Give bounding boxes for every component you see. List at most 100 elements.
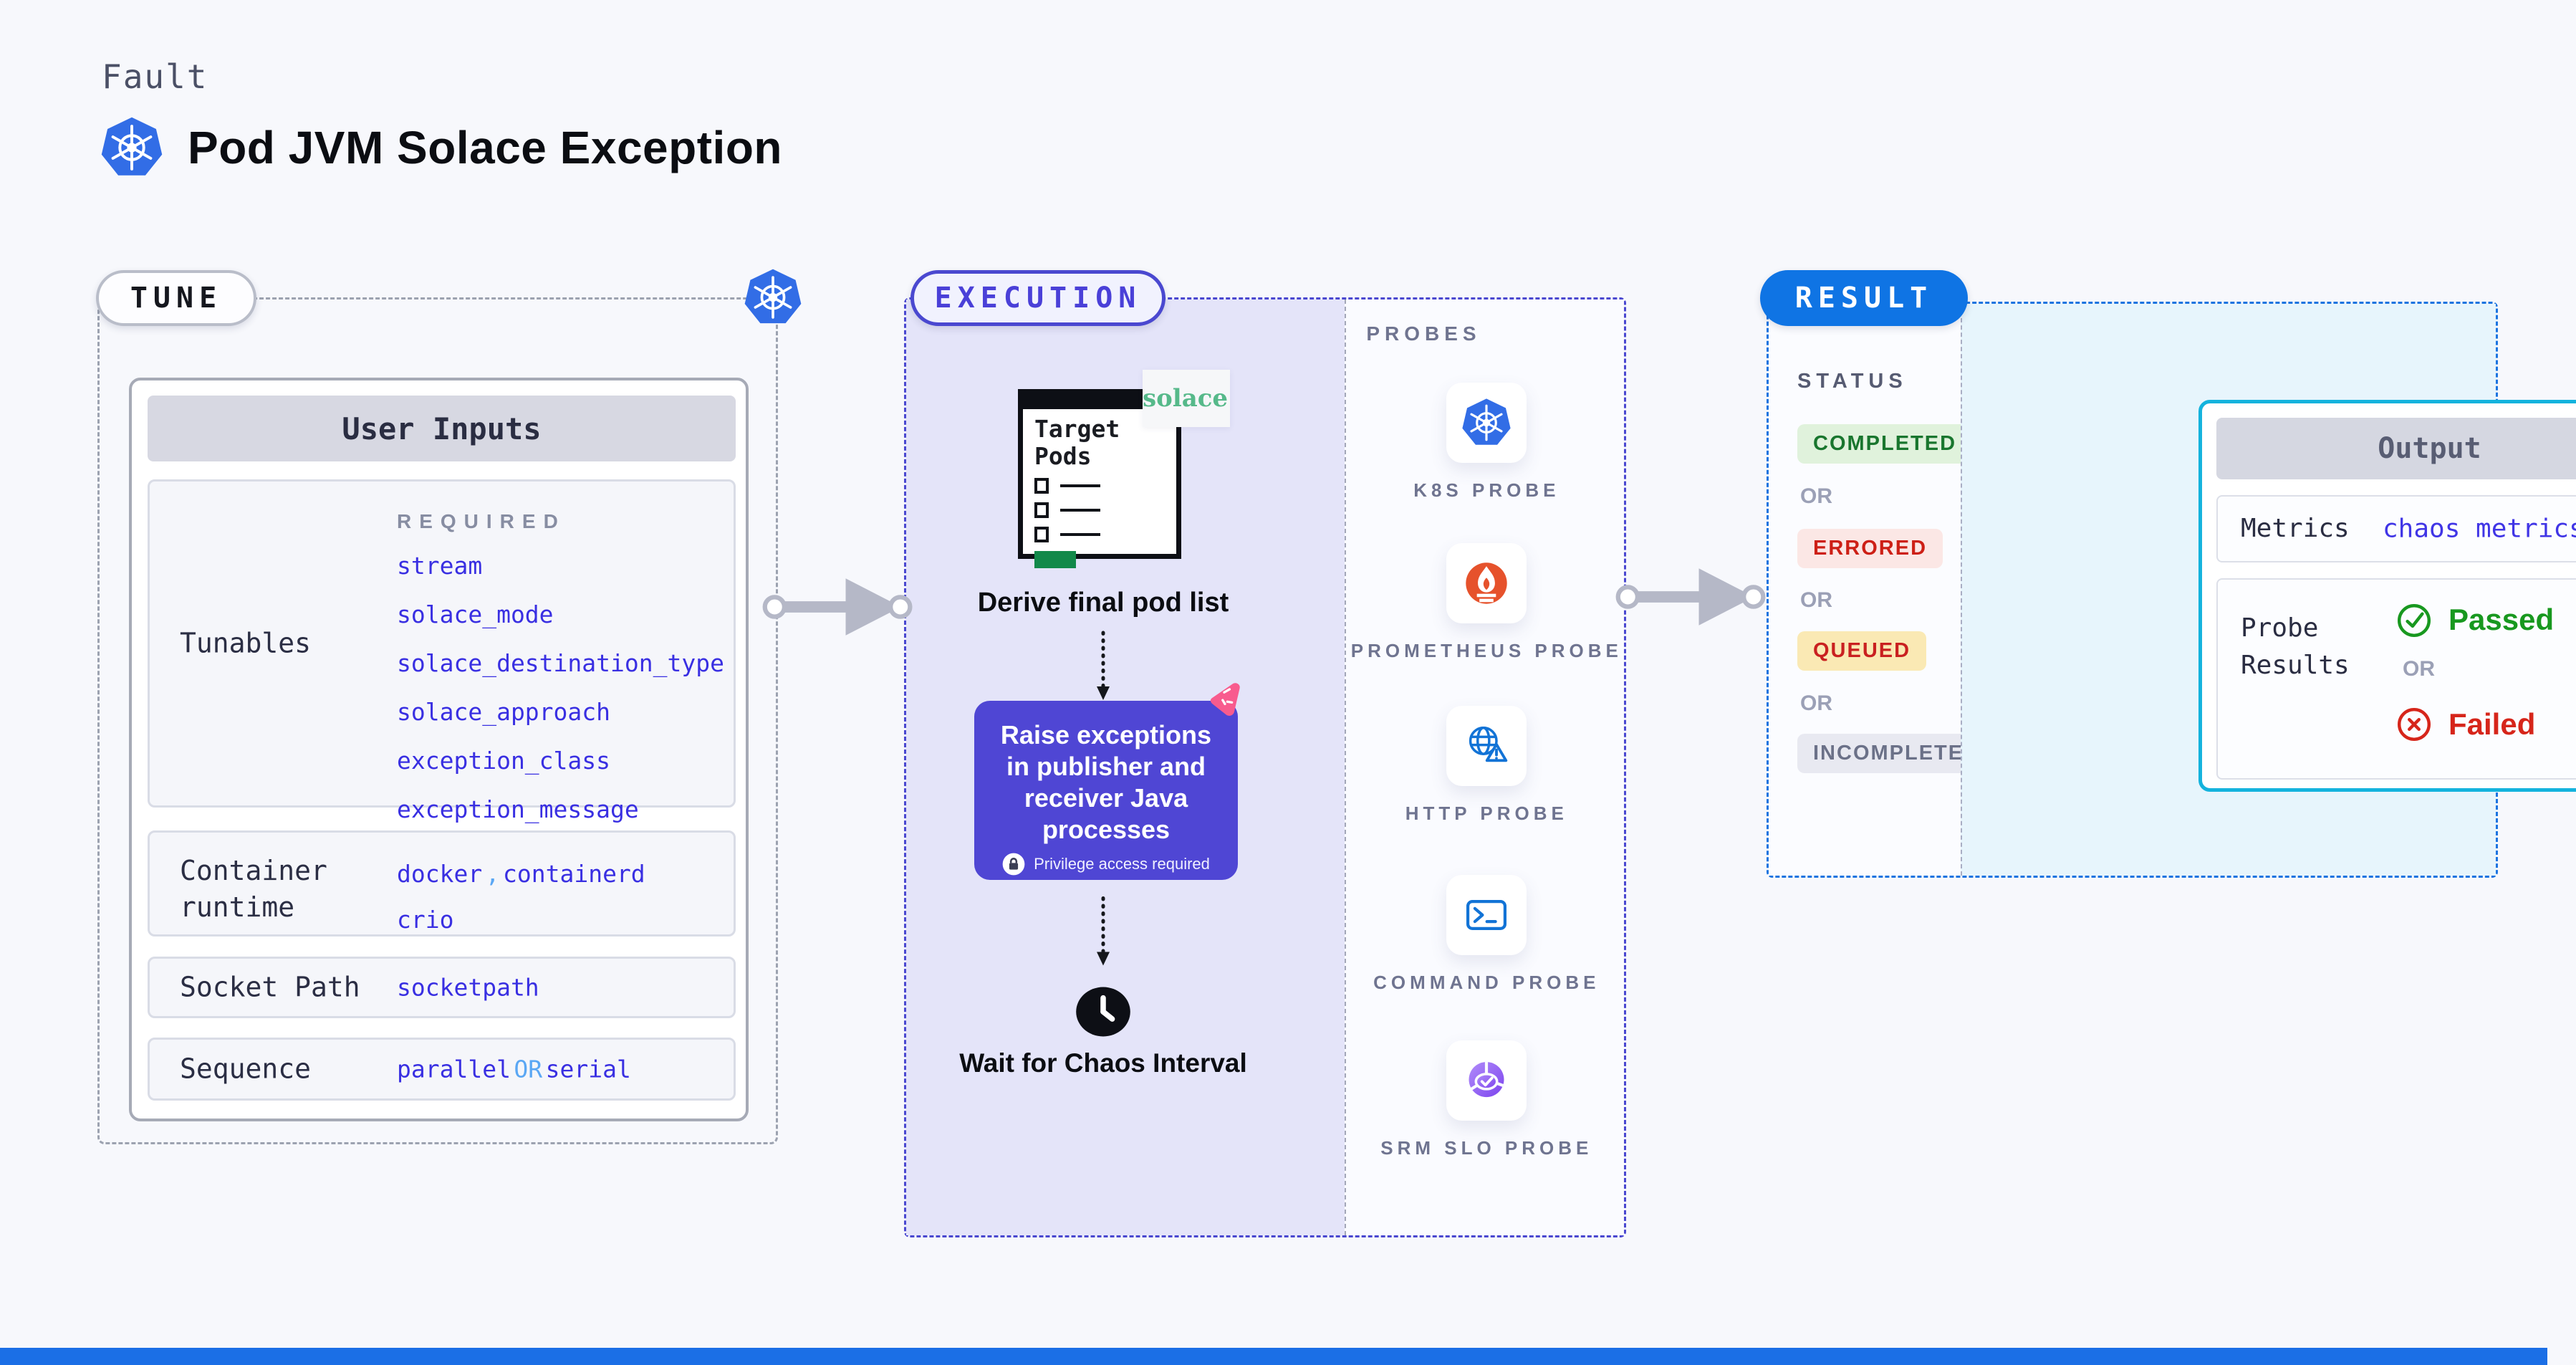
tune-section-pill: TUNE xyxy=(96,270,256,326)
execution-to-result-arrow xyxy=(1614,563,1766,631)
runtime-value: crio xyxy=(397,906,454,934)
tunable-item: solace_destination_type xyxy=(397,649,724,677)
output-pane: Output Metrics chaos metrics Probe Resul… xyxy=(1961,304,2576,876)
failed-result: Failed xyxy=(2395,706,2554,743)
probe-card xyxy=(1446,543,1527,623)
status-badge: QUEUED xyxy=(1797,631,1927,671)
probe-item: SRM SLO PROBE xyxy=(1346,1040,1627,1162)
probe-results-label: Probe Results xyxy=(2241,613,2350,681)
probes-label: PROBES xyxy=(1366,322,1481,345)
privilege-note: Privilege access required xyxy=(993,853,1219,876)
wait-chaos-interval-step: Wait for Chaos Interval xyxy=(959,1048,1247,1078)
checkbox-icon xyxy=(1034,502,1049,519)
container-runtime-values: docker , containerd crio xyxy=(397,851,645,944)
probe-name: COMMAND PROBE xyxy=(1373,972,1600,993)
list-line xyxy=(1060,533,1100,537)
runtime-value: containerd xyxy=(503,860,645,888)
probe-name: SRM SLO PROBE xyxy=(1380,1137,1593,1159)
prometheus-icon xyxy=(1461,558,1512,608)
status-label: STATUS xyxy=(1797,370,1908,393)
execution-section-frame: Target Pods solace Derive final pod list… xyxy=(904,297,1626,1237)
sequence-value: parallel xyxy=(397,1055,511,1083)
probe-card xyxy=(1446,1040,1527,1121)
http-globe-warning-icon xyxy=(1461,721,1512,771)
tunables-row: Tunables REQUIRED stream solace_mode sol… xyxy=(148,479,736,823)
kubernetes-icon xyxy=(1461,398,1512,448)
sequence-row: Sequence parallel OR serial xyxy=(148,1038,736,1101)
metrics-row: Metrics chaos metrics xyxy=(2216,495,2576,562)
checkbox-icon xyxy=(1034,478,1049,494)
lock-icon xyxy=(1002,853,1025,876)
container-runtime-row: Container runtime docker , containerd cr… xyxy=(148,830,736,937)
or-connector: OR xyxy=(1800,691,1832,715)
runtime-value: docker xyxy=(397,860,483,888)
tunable-item: exception_message xyxy=(397,795,639,823)
passed-result: Passed xyxy=(2395,601,2554,638)
tunable-item: solace_mode xyxy=(397,600,554,628)
execution-section-pill: EXECUTION xyxy=(910,270,1166,326)
derive-pod-list-step: Derive final pod list xyxy=(977,588,1229,618)
fault-kicker: Fault xyxy=(102,57,208,96)
sequence-value: serial xyxy=(545,1055,631,1083)
tunables-values: REQUIRED stream solace_mode solace_desti… xyxy=(397,510,724,844)
check-circle-icon xyxy=(2395,601,2433,638)
output-header: Output xyxy=(2216,418,2576,479)
x-circle-icon xyxy=(2395,706,2433,743)
target-pods-window: Target Pods xyxy=(1018,389,1181,569)
execution-flow-pane: Target Pods solace Derive final pod list… xyxy=(906,300,1345,1235)
sequence-label: Sequence xyxy=(180,1053,312,1085)
probe-item: COMMAND PROBE xyxy=(1346,875,1627,997)
list-line xyxy=(1060,484,1100,488)
flow-down-arrow xyxy=(1095,631,1111,702)
value-separator: , xyxy=(485,860,500,888)
kubernetes-icon xyxy=(744,267,802,327)
pod-list-item xyxy=(1034,527,1176,543)
clock-icon xyxy=(1073,982,1133,1042)
status-badge: COMPLETED xyxy=(1797,424,1973,464)
page-title: Pod JVM Solace Exception xyxy=(188,122,782,173)
socket-path-label: Socket Path xyxy=(180,971,360,1003)
socket-path-row: Socket Path socketpath xyxy=(148,957,736,1018)
window-title-bar xyxy=(1022,393,1177,409)
required-label: REQUIRED xyxy=(397,510,566,532)
kubernetes-icon xyxy=(100,116,163,179)
status-badge: ERRORED xyxy=(1797,529,1943,568)
litmus-chaos-icon xyxy=(1206,680,1244,719)
pod-list-item xyxy=(1034,478,1176,494)
container-runtime-label: Container runtime xyxy=(180,855,327,924)
probe-item: K8S PROBE xyxy=(1346,383,1627,504)
user-inputs-header: User Inputs xyxy=(148,396,736,461)
terminal-icon xyxy=(1461,890,1512,940)
probes-pane: PROBES K8S PROBE PROMETHEUS PROBE HTTP P… xyxy=(1345,300,1624,1235)
probe-name: K8S PROBE xyxy=(1413,479,1560,501)
pod-list-item xyxy=(1034,502,1176,519)
probe-item: PROMETHEUS PROBE xyxy=(1346,543,1627,665)
footer-accent-bar xyxy=(0,1348,2547,1365)
list-line xyxy=(1060,509,1100,512)
or-connector: OR xyxy=(1800,484,1832,508)
result-section-pill: RESULT xyxy=(1760,270,1968,326)
tunable-item: solace_approach xyxy=(397,698,611,726)
flow-down-arrow xyxy=(1095,894,1111,969)
chaos-action-text: Raise exceptions in publisher and receiv… xyxy=(1000,720,1212,844)
metrics-label: Metrics xyxy=(2241,513,2350,543)
tunables-label: Tunables xyxy=(180,627,312,659)
donut-check-icon xyxy=(1461,1055,1512,1106)
target-pods-title: Target Pods xyxy=(1034,415,1120,470)
probe-item: HTTP PROBE xyxy=(1346,706,1627,828)
probe-card xyxy=(1446,706,1527,786)
or-connector: OR xyxy=(514,1055,543,1083)
status-pane: STATUS COMPLETED OR ERRORED OR QUEUED OR… xyxy=(1769,304,1996,876)
tune-to-execution-arrow xyxy=(761,573,913,641)
checkbox-icon xyxy=(1034,527,1049,543)
probe-name: PROMETHEUS PROBE xyxy=(1350,640,1623,661)
chaos-action-box: Raise exceptions in publisher and receiv… xyxy=(974,701,1238,880)
metrics-value: chaos metrics xyxy=(2383,514,2576,544)
solace-logo: solace xyxy=(1143,370,1230,427)
tunable-item: stream xyxy=(397,552,483,580)
result-section-frame: STATUS COMPLETED OR ERRORED OR QUEUED OR… xyxy=(1767,302,2576,878)
probe-card xyxy=(1446,383,1527,463)
or-connector: OR xyxy=(1800,588,1832,612)
output-box: Output Metrics chaos metrics Probe Resul… xyxy=(2198,400,2576,792)
